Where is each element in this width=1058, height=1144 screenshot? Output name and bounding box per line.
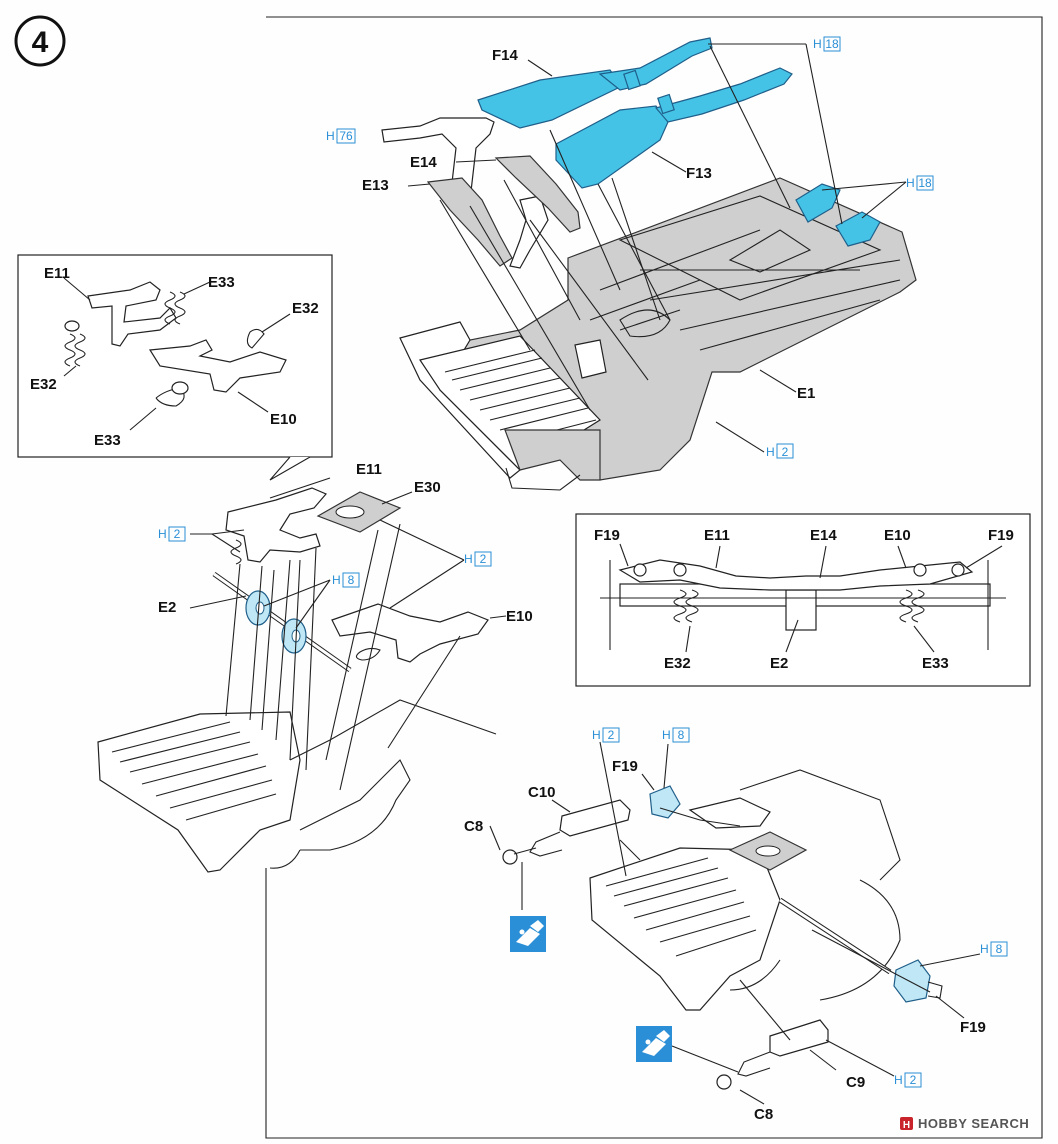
ref-h2-mid-left: H 2	[158, 526, 186, 542]
inset2-label-f19-left: F19	[594, 527, 620, 544]
mid-assembly: E11 E30 E2 E10 H 2 H 2 H 8	[97, 461, 533, 873]
svg-text:H: H	[464, 552, 473, 566]
panel-frame	[265, 16, 1043, 1139]
part-f14-muffler	[477, 37, 713, 129]
svg-text:2: 2	[782, 445, 789, 459]
svg-text:H: H	[894, 1073, 903, 1087]
step-badge: 4	[14, 15, 66, 67]
part-e14-hanger	[494, 155, 581, 233]
lower-label-c9: C9	[846, 1074, 865, 1091]
inset1-label-e10: E10	[270, 411, 297, 428]
inset-suspension-detail: E11 E33 E32 E32 E10 E33	[17, 254, 333, 481]
lower-label-f19-top: F19	[612, 758, 638, 775]
svg-text:2: 2	[480, 552, 487, 566]
inset1-label-e11: E11	[44, 265, 70, 282]
mid-label-e10: E10	[506, 608, 533, 625]
guide-lines-top	[439, 43, 907, 453]
ref-h8-lower-top: H 8	[662, 727, 690, 743]
svg-text:H: H	[906, 176, 915, 190]
exhaust-tips	[795, 183, 881, 247]
svg-text:H: H	[332, 573, 341, 587]
mid-label-e11: E11	[356, 461, 382, 478]
inset2-label-e11: E11	[704, 527, 730, 544]
ref-h2-mid-right: H 2	[464, 551, 492, 567]
part-f13-muffler	[555, 67, 793, 189]
inset2-label-e10: E10	[884, 527, 911, 544]
inset2-label-e33: E33	[922, 655, 949, 672]
svg-text:8: 8	[348, 573, 355, 587]
svg-text:H: H	[813, 37, 822, 51]
inset1-label-e32-right: E32	[292, 300, 319, 317]
lower-label-c8-top: C8	[464, 818, 483, 835]
part-e13-hanger	[426, 177, 513, 267]
inset1-label-e33-bottom: E33	[94, 432, 121, 449]
svg-text:18: 18	[825, 37, 839, 51]
ref-h18-b: H 18	[906, 175, 934, 191]
ref-h8-mid: H 8	[332, 572, 360, 588]
inset1-label-e33-top: E33	[208, 274, 235, 291]
svg-text:H: H	[766, 445, 775, 459]
ref-h8-lower-right: H 8	[980, 941, 1008, 957]
label-e13: E13	[362, 177, 389, 194]
floor-pan-e1	[399, 177, 917, 491]
svg-text:H: H	[326, 129, 335, 143]
label-e1: E1	[797, 385, 815, 402]
svg-text:4: 4	[32, 26, 49, 59]
ref-h18-a: H 18	[813, 36, 841, 52]
inset2-label-e2: E2	[770, 655, 788, 672]
inset2-label-f19-right: F19	[988, 527, 1014, 544]
inset1-label-e32-left: E32	[30, 376, 57, 393]
svg-text:2: 2	[910, 1073, 917, 1087]
svg-text:H: H	[980, 942, 989, 956]
svg-text:2: 2	[174, 527, 181, 541]
svg-text:8: 8	[678, 728, 685, 742]
svg-text:8: 8	[996, 942, 1003, 956]
label-e14: E14	[410, 154, 437, 171]
label-f13: F13	[686, 165, 712, 182]
mid-label-e2: E2	[158, 599, 176, 616]
inset2-label-e32: E32	[664, 655, 691, 672]
svg-text:2: 2	[608, 728, 615, 742]
inset-rear-axle-detail: F19 E11 E14 E10 F19 E32 E2 E33	[575, 513, 1031, 687]
lower-label-c10: C10	[528, 784, 556, 801]
ref-h2-lower-bottom: H 2	[894, 1072, 922, 1088]
svg-text:76: 76	[339, 129, 353, 143]
lower-label-c8-bottom: C8	[754, 1106, 773, 1123]
svg-text:H: H	[158, 527, 167, 541]
ref-h2-lower-top: H 2	[592, 727, 620, 743]
inset2-label-e14: E14	[810, 527, 837, 544]
svg-text:H: H	[592, 728, 601, 742]
svg-text:18: 18	[918, 176, 932, 190]
watermark: H HOBBY SEARCH	[900, 1116, 1029, 1131]
lower-label-f19-right: F19	[960, 1019, 986, 1036]
ref-h2-main: H 2	[766, 443, 794, 459]
mid-label-e30: E30	[414, 479, 441, 496]
lower-assembly: F19 C10 C8 F19 C9 C8 H 2 H 8 H 8 H 2	[464, 727, 1008, 1123]
glue-icon	[636, 1026, 672, 1062]
ref-h76: H 76	[326, 128, 356, 144]
svg-text:H: H	[662, 728, 671, 742]
label-f14: F14	[492, 47, 519, 64]
glue-icon	[510, 916, 546, 952]
svg-text:H: H	[903, 1120, 910, 1131]
svg-text:HOBBY SEARCH: HOBBY SEARCH	[918, 1116, 1029, 1131]
